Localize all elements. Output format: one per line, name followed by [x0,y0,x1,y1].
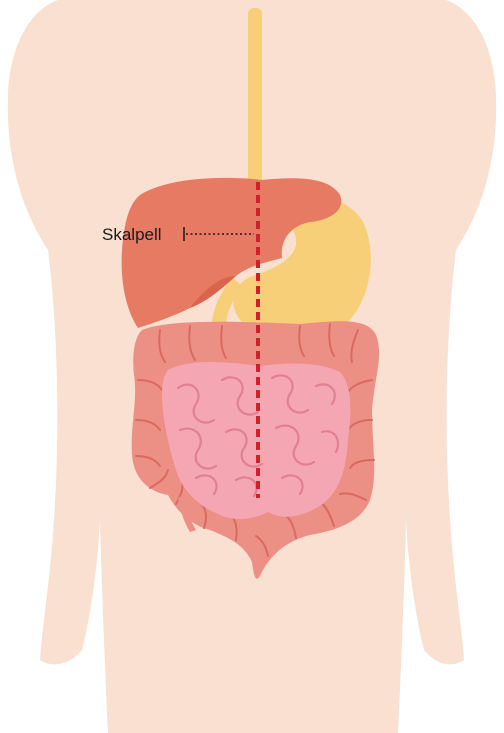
scalpel-label: Skalpell [102,225,162,244]
esophagus [248,8,262,198]
